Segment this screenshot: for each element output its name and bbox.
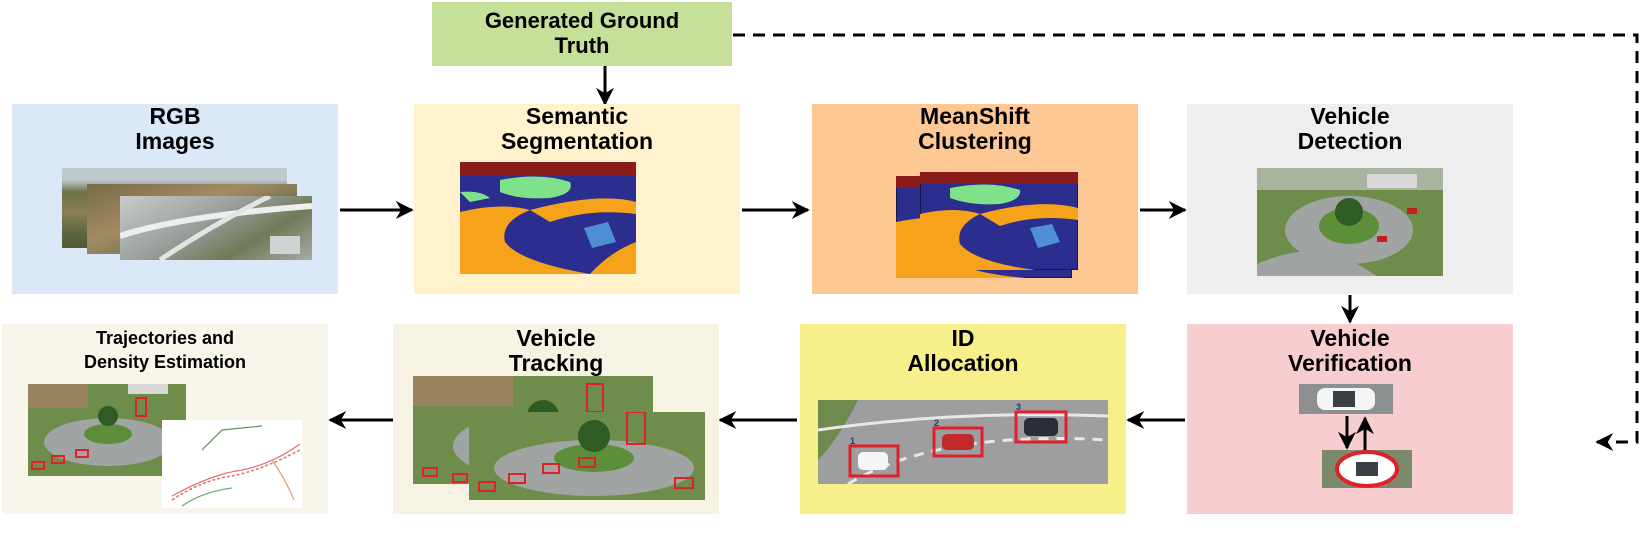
rgb-title-line1: RGB [149, 103, 201, 129]
rgb-photo-front [120, 196, 312, 260]
ground-truth-box: Generated Ground Truth [432, 2, 732, 66]
verification-stage: Vehicle Verification [1187, 324, 1513, 514]
rgb-images-stage: RGB Images [12, 104, 338, 294]
id-label-3: 3 [1016, 402, 1021, 412]
tracking-title: Vehicle Tracking [393, 326, 719, 376]
detection-photo [1257, 168, 1443, 276]
rgb-title-line2: Images [135, 128, 215, 154]
density-plot [162, 420, 302, 508]
trajectories-title-line2: Density Estimation [83, 352, 247, 372]
id-allocation-title-line1: ID [951, 325, 975, 351]
trajectories-photo [28, 384, 186, 476]
ground-truth-line1: Generated Ground [484, 8, 680, 33]
verification-title-line1: Vehicle [1310, 325, 1390, 351]
meanshift-title-line1: MeanShift [920, 103, 1030, 129]
id-allocation-stage: ID Allocation 1 2 3 [800, 324, 1126, 514]
rgb-road-sketch [120, 196, 312, 260]
segmentation-map [460, 162, 636, 274]
segmentation-title-line1: Semantic [525, 103, 629, 129]
ground-truth-line2: Truth [554, 33, 610, 58]
meanshift-title-line2: Clustering [918, 128, 1032, 154]
meanshift-map-front [920, 172, 1078, 270]
trajectories-title: Trajectories and Density Estimation [2, 326, 328, 374]
detection-stage: Vehicle Detection [1187, 104, 1513, 294]
tracking-photo-front [469, 412, 705, 500]
verification-title: Vehicle Verification [1187, 326, 1513, 376]
tracking-title-line1: Vehicle [516, 325, 596, 351]
detection-title-line2: Detection [1297, 128, 1403, 154]
id-label-1: 1 [850, 436, 855, 446]
id-label-2: 2 [934, 418, 939, 428]
trajectories-stage: Trajectories and Density Estimation [2, 324, 328, 514]
trajectories-title-line1: Trajectories and [95, 328, 235, 348]
segmentation-stage: Semantic Segmentation [414, 104, 740, 294]
tracking-title-line2: Tracking [508, 350, 604, 376]
dashed-feedback-arrow [733, 33, 1639, 451]
verification-car-top [1299, 384, 1393, 414]
tracking-stage: Vehicle Tracking [393, 324, 719, 514]
detection-title-line1: Vehicle [1310, 103, 1390, 129]
meanshift-title: MeanShift Clustering [812, 104, 1138, 154]
id-allocation-photo: 1 2 3 [818, 400, 1108, 484]
detection-title: Vehicle Detection [1187, 104, 1513, 154]
id-allocation-title-line2: Allocation [907, 350, 1019, 376]
ground-truth-title: Generated Ground Truth [432, 8, 732, 58]
verification-swap-arrows [1338, 416, 1374, 450]
verification-title-line2: Verification [1288, 350, 1412, 376]
meanshift-stage: MeanShift Clustering [812, 104, 1138, 294]
verification-car-bottom [1322, 450, 1412, 488]
id-allocation-title: ID Allocation [800, 326, 1126, 376]
rgb-title: RGB Images [12, 104, 338, 154]
segmentation-title: Semantic Segmentation [414, 104, 740, 154]
segmentation-title-line2: Segmentation [500, 128, 654, 154]
